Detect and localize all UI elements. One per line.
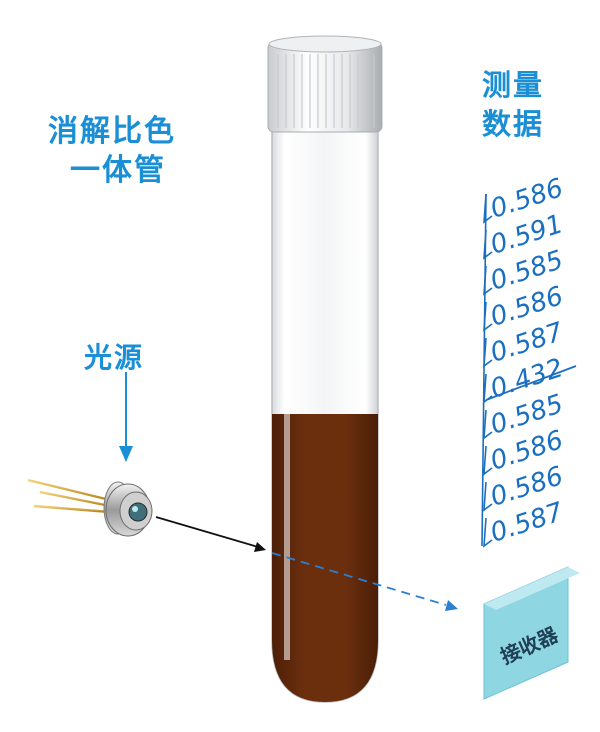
diode-pins xyxy=(27,478,111,514)
receiver-block: 接收器 xyxy=(483,566,580,700)
tube-cap xyxy=(267,35,383,133)
readings-bracket xyxy=(481,193,487,547)
test-tube xyxy=(267,35,383,703)
laser-diode xyxy=(27,478,153,537)
incident-beam xyxy=(155,516,266,552)
tube-liquid xyxy=(272,414,378,702)
tube-highlight xyxy=(284,140,290,660)
measurement-title-line-1: 测量 xyxy=(482,68,545,102)
reading-tick xyxy=(483,517,493,548)
reading-tick xyxy=(483,481,493,512)
reading-tick xyxy=(483,445,493,476)
transmitted-beam xyxy=(271,552,458,611)
title-line-2: 一体管 xyxy=(70,153,166,188)
measurement-title-line-2: 数据 xyxy=(482,107,545,141)
light-source-arrow xyxy=(119,372,133,462)
light-source-label: 光源 xyxy=(84,341,145,374)
title-line-1: 消解比色 xyxy=(48,114,176,149)
reading-strikethrough xyxy=(485,365,577,401)
diode-lens xyxy=(128,502,148,522)
readings-panel: 0.5860.5910.5850.5860.5870.4320.5850.586… xyxy=(481,173,577,549)
